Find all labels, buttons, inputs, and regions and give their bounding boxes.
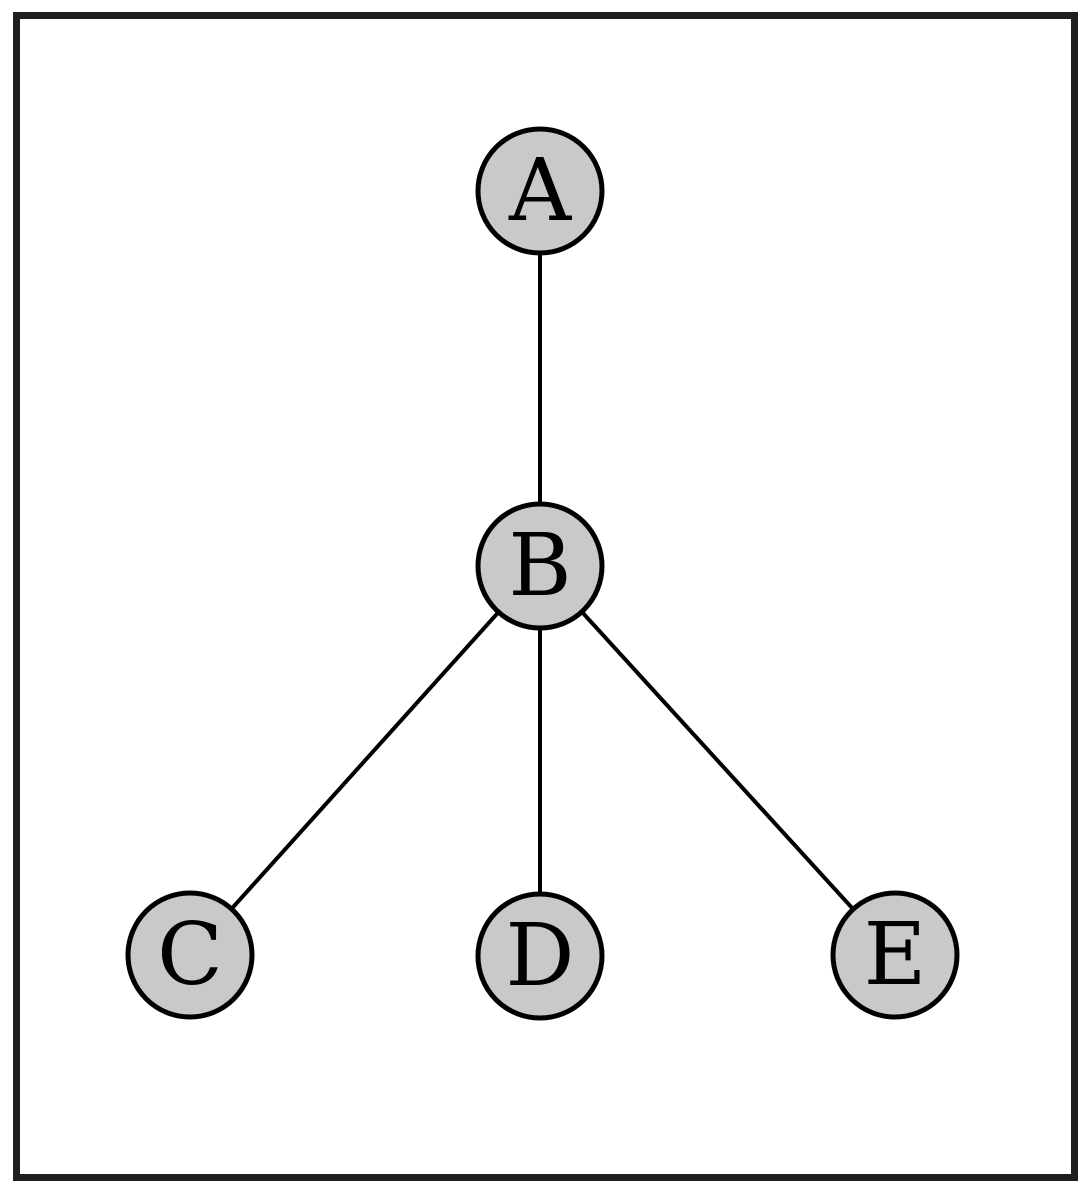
node-D-circle [475, 891, 605, 1021]
node-C-circle [125, 890, 255, 1020]
node-D-label: D [506, 906, 575, 1006]
node-B-circle [475, 501, 605, 631]
edge-B-C [188, 564, 542, 957]
node-A-circle [475, 126, 605, 256]
edge-B-E [538, 564, 897, 957]
node-A-label: A [508, 141, 572, 241]
node-B-label: B [508, 516, 571, 616]
node-E-label: E [864, 905, 927, 1005]
node-C-label: C [157, 905, 223, 1005]
node-E-circle [830, 890, 960, 1020]
